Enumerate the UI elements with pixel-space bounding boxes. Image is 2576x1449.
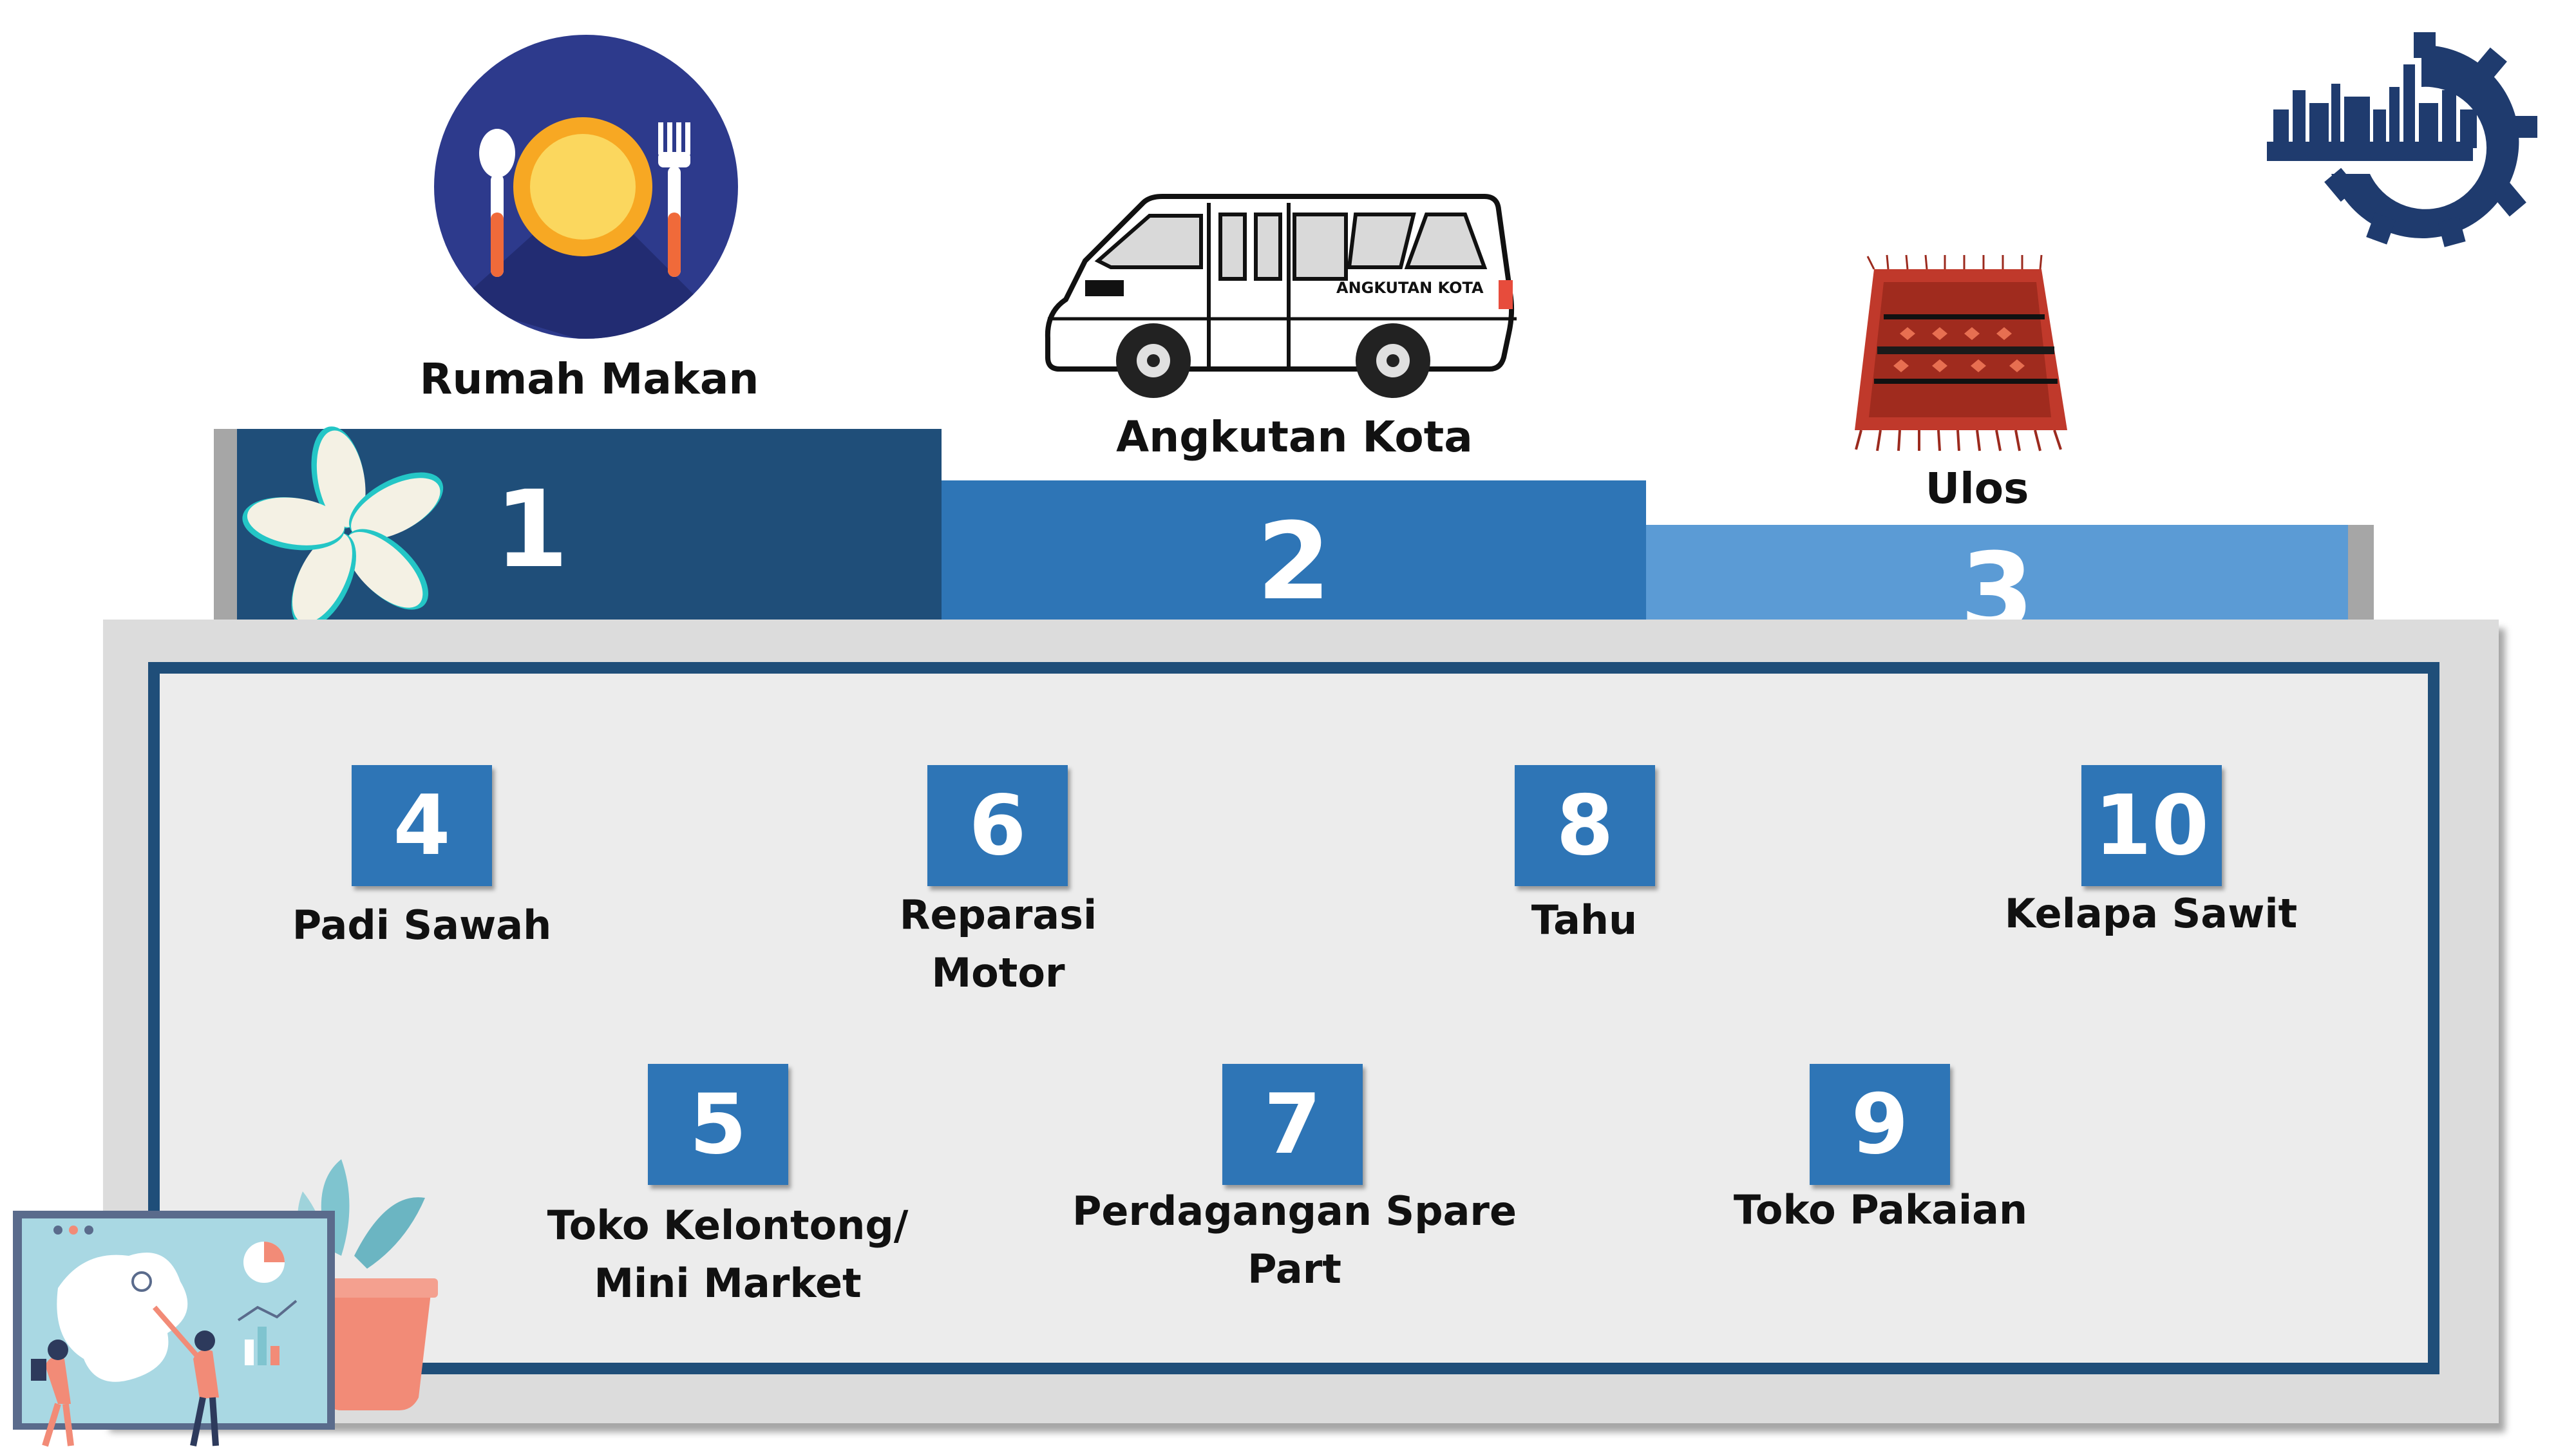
rank-label-9: Toko Pakaian	[1733, 1186, 2028, 1233]
podium-second-rank: 2	[1256, 500, 1331, 623]
rank-badge-8: 8	[1515, 765, 1655, 886]
rank-label-5-line1: Toko Kelontong/	[547, 1202, 909, 1249]
rank-label-7-line1: Perdagangan Spare	[1072, 1188, 1517, 1235]
rank-label-5: Toko Kelontong/ Mini Market	[502, 1197, 953, 1312]
podium-shadow	[214, 429, 240, 623]
rank-badge-5: 5	[648, 1064, 788, 1185]
podium-second-label: Angkutan Kota	[1116, 412, 1473, 462]
podium-second: 2	[942, 480, 1646, 623]
ulos-cloth-icon	[1855, 254, 2067, 451]
industry-gear-logo	[2267, 32, 2537, 247]
rank-badge-9: 9	[1810, 1064, 1950, 1185]
flower-icon	[242, 426, 444, 629]
rank-label-6-line2: Motor	[931, 949, 1065, 996]
rank-label-7: Perdagangan Spare Part	[1043, 1182, 1546, 1298]
map-presentation-illustration	[13, 1159, 438, 1447]
podium-shadow-right	[2348, 525, 2374, 623]
podium-third-label: Ulos	[1925, 464, 2029, 513]
rank-label-5-line2: Mini Market	[594, 1260, 862, 1307]
rank-badge-4: 4	[352, 765, 492, 886]
rank-label-10: Kelapa Sawit	[2004, 890, 2298, 937]
rank-label-6-line1: Reparasi	[899, 891, 1097, 938]
van-text: ANGKUTAN KOTA	[1336, 279, 1484, 297]
rank-badge-10: 10	[2081, 765, 2222, 886]
minibus-icon: ANGKUTAN KOTA	[1045, 194, 1517, 398]
podium-third: 3	[1646, 525, 2348, 654]
restaurant-plate-icon	[434, 35, 738, 339]
rank-badge-7: 7	[1222, 1064, 1363, 1185]
rank-panel-frame	[148, 662, 2439, 1374]
rank-badge-6: 6	[927, 765, 1068, 886]
rank-label-7-line2: Part	[1247, 1245, 1341, 1293]
podium-first-label: Rumah Makan	[419, 354, 759, 404]
rank-label-4: Padi Sawah	[292, 902, 552, 949]
rank-label-8: Tahu	[1531, 896, 1638, 943]
rank-label-6: Reparasi Motor	[805, 886, 1191, 1002]
